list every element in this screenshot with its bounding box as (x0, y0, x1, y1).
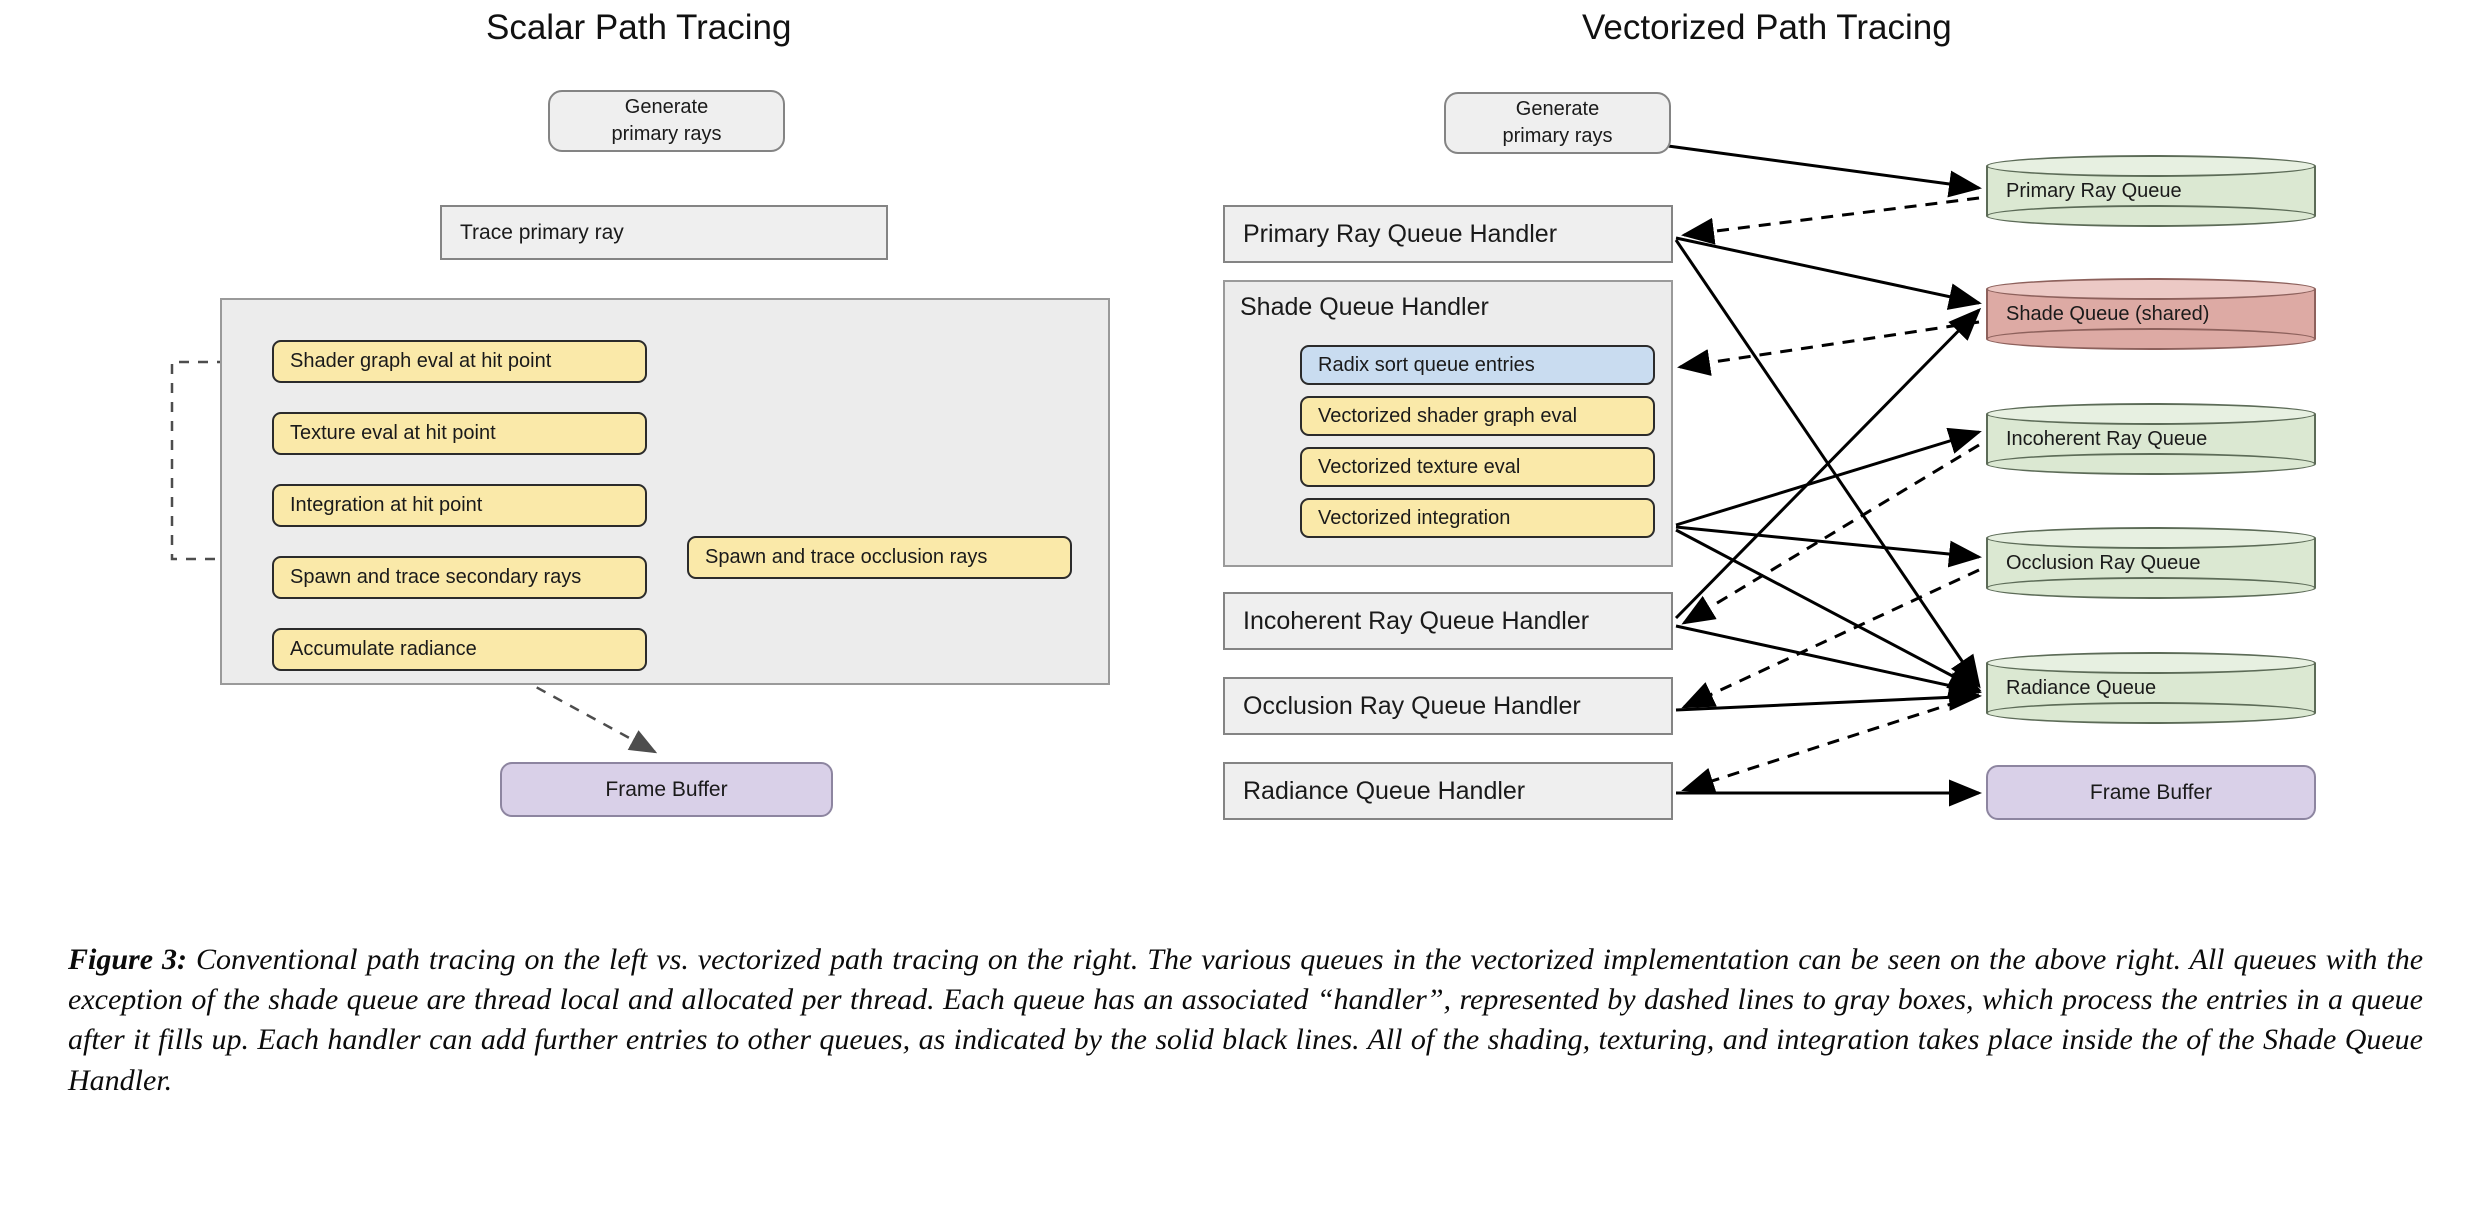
cylinder-top (1986, 652, 2316, 674)
wire-incoherent-handler-to-shade-queue (1674, 307, 1982, 620)
cylinder-bottom (1986, 453, 2316, 475)
wire-integration-to-radiance-queue (1675, 528, 1982, 692)
right-handler-primary-ray-queue[interactable]: Primary Ray Queue Handler (1223, 205, 1673, 263)
wire-occlusion-queue-to-handler (1681, 568, 1980, 709)
left-step-integration[interactable]: Integration at hit point (272, 484, 647, 527)
right-diagram-title: Vectorized Path Tracing (1582, 8, 1952, 47)
queue-2-label: Incoherent Ray Queue (2006, 427, 2208, 450)
wire-integration-to-occlusion-queue (1675, 525, 1982, 568)
right-handler-incoherent-ray-queue[interactable]: Incoherent Ray Queue Handler (1223, 592, 1673, 650)
right-shade-step-integration[interactable]: Vectorized integration (1300, 498, 1655, 538)
wire-primary-handler-to-radiance-queue (1674, 239, 1981, 689)
right-handler-occlusion-ray-queue[interactable]: Occlusion Ray Queue Handler (1223, 677, 1673, 735)
right-shade-step-shader-graph-eval[interactable]: Vectorized shader graph eval (1300, 396, 1655, 436)
right-generate-line2: primary rays (1502, 125, 1613, 147)
cylinder-bottom (1986, 702, 2316, 724)
cylinder-top (1986, 527, 2316, 549)
queue-occlusion-ray[interactable]: Occlusion Ray Queue (1986, 527, 2316, 599)
right-generate-primary-rays-box[interactable]: Generate primary rays (1444, 92, 1671, 154)
right-frame-buffer-box[interactable]: Frame Buffer (1986, 765, 2316, 820)
cylinder-top (1986, 403, 2316, 425)
queue-1-label: Shade Queue (shared) (2006, 302, 2210, 325)
figure-caption-label: Figure 3: (68, 943, 187, 976)
cylinder-top (1986, 278, 2316, 300)
queue-4-label: Radiance Queue (2006, 676, 2157, 699)
left-trace-primary-ray-box[interactable]: Trace primary ray (440, 205, 888, 260)
left-generate-primary-rays-box[interactable]: Generate primary rays (548, 90, 785, 152)
right-generate-line1: Generate (1515, 98, 1600, 120)
left-step-shader-graph-eval[interactable]: Shader graph eval at hit point (272, 340, 647, 383)
wire-primary-handler-to-shade-queue (1675, 236, 1982, 310)
right-shade-step-2-label: Vectorized texture eval (1318, 455, 1521, 478)
wire-primary-queue-to-handler (1681, 196, 1980, 245)
right-handler-1-label: Incoherent Ray Queue Handler (1243, 606, 1590, 635)
left-frame-buffer-label: Frame Buffer (605, 777, 728, 801)
left-trace-primary-ray-label: Trace primary ray (460, 220, 624, 244)
right-handler-radiance-queue[interactable]: Radiance Queue Handler (1223, 762, 1673, 820)
figure-caption: Figure 3: Conventional path tracing on t… (68, 940, 2423, 1101)
cylinder-top (1986, 155, 2316, 177)
queue-primary-ray[interactable]: Primary Ray Queue (1986, 155, 2316, 227)
queue-shade-shared[interactable]: Shade Queue (shared) (1986, 278, 2316, 350)
wire-integration-to-incoherent-queue (1675, 427, 1982, 527)
right-shade-queue-handler-title: Shade Queue Handler (1240, 293, 1489, 321)
cylinder-bottom (1986, 577, 2316, 599)
right-shade-step-1-label: Vectorized shader graph eval (1318, 404, 1578, 427)
queue-0-label: Primary Ray Queue (2006, 179, 2182, 202)
right-shade-step-3-label: Vectorized integration (1318, 506, 1511, 529)
queue-radiance[interactable]: Radiance Queue (1986, 652, 2316, 724)
left-step-2-label: Integration at hit point (290, 494, 483, 516)
wire-radiance-queue-to-handler (1681, 693, 1980, 794)
right-handler-0-label: Primary Ray Queue Handler (1243, 219, 1558, 248)
right-shade-step-texture-eval[interactable]: Vectorized texture eval (1300, 447, 1655, 487)
figure-caption-text: Conventional path tracing on the left vs… (68, 943, 2424, 1097)
left-step-spawn-occlusion-rays[interactable]: Spawn and trace occlusion rays (687, 536, 1072, 579)
left-generate-line2: primary rays (611, 123, 722, 145)
right-shade-step-0-label: Radix sort queue entries (1318, 353, 1535, 376)
wire-incoherent-queue-to-handler (1681, 443, 1980, 625)
left-step-texture-eval[interactable]: Texture eval at hit point (272, 412, 647, 455)
right-handler-2-label: Occlusion Ray Queue Handler (1243, 691, 1581, 720)
left-diagram-title: Scalar Path Tracing (486, 8, 792, 47)
left-step-3-label: Spawn and trace secondary rays (290, 566, 582, 588)
right-frame-buffer-label: Frame Buffer (2089, 780, 2213, 804)
right-shade-step-radix-sort[interactable]: Radix sort queue entries (1300, 345, 1655, 385)
wire-shade-queue-to-handler (1677, 320, 1980, 376)
left-occlusion-label: Spawn and trace occlusion rays (705, 546, 988, 568)
left-step-accumulate-radiance[interactable]: Accumulate radiance (272, 628, 647, 671)
left-step-spawn-secondary-rays[interactable]: Spawn and trace secondary rays (272, 556, 647, 599)
left-step-4-label: Accumulate radiance (290, 638, 477, 660)
left-step-1-label: Texture eval at hit point (290, 422, 496, 444)
cylinder-bottom (1986, 328, 2316, 350)
left-generate-line1: Generate (624, 96, 709, 118)
wire-generate-to-primary-queue (1667, 144, 1982, 198)
cylinder-bottom (1986, 205, 2316, 227)
queue-incoherent-ray[interactable]: Incoherent Ray Queue (1986, 403, 2316, 475)
wire-incoherent-handler-to-radiance-queue (1675, 624, 1982, 699)
right-handler-3-label: Radiance Queue Handler (1243, 776, 1526, 805)
queue-3-label: Occlusion Ray Queue (2006, 551, 2201, 574)
wire-occlusion-handler-to-radiance-queue (1675, 683, 1982, 712)
left-frame-buffer-box[interactable]: Frame Buffer (500, 762, 833, 817)
left-step-0-label: Shader graph eval at hit point (290, 350, 552, 372)
